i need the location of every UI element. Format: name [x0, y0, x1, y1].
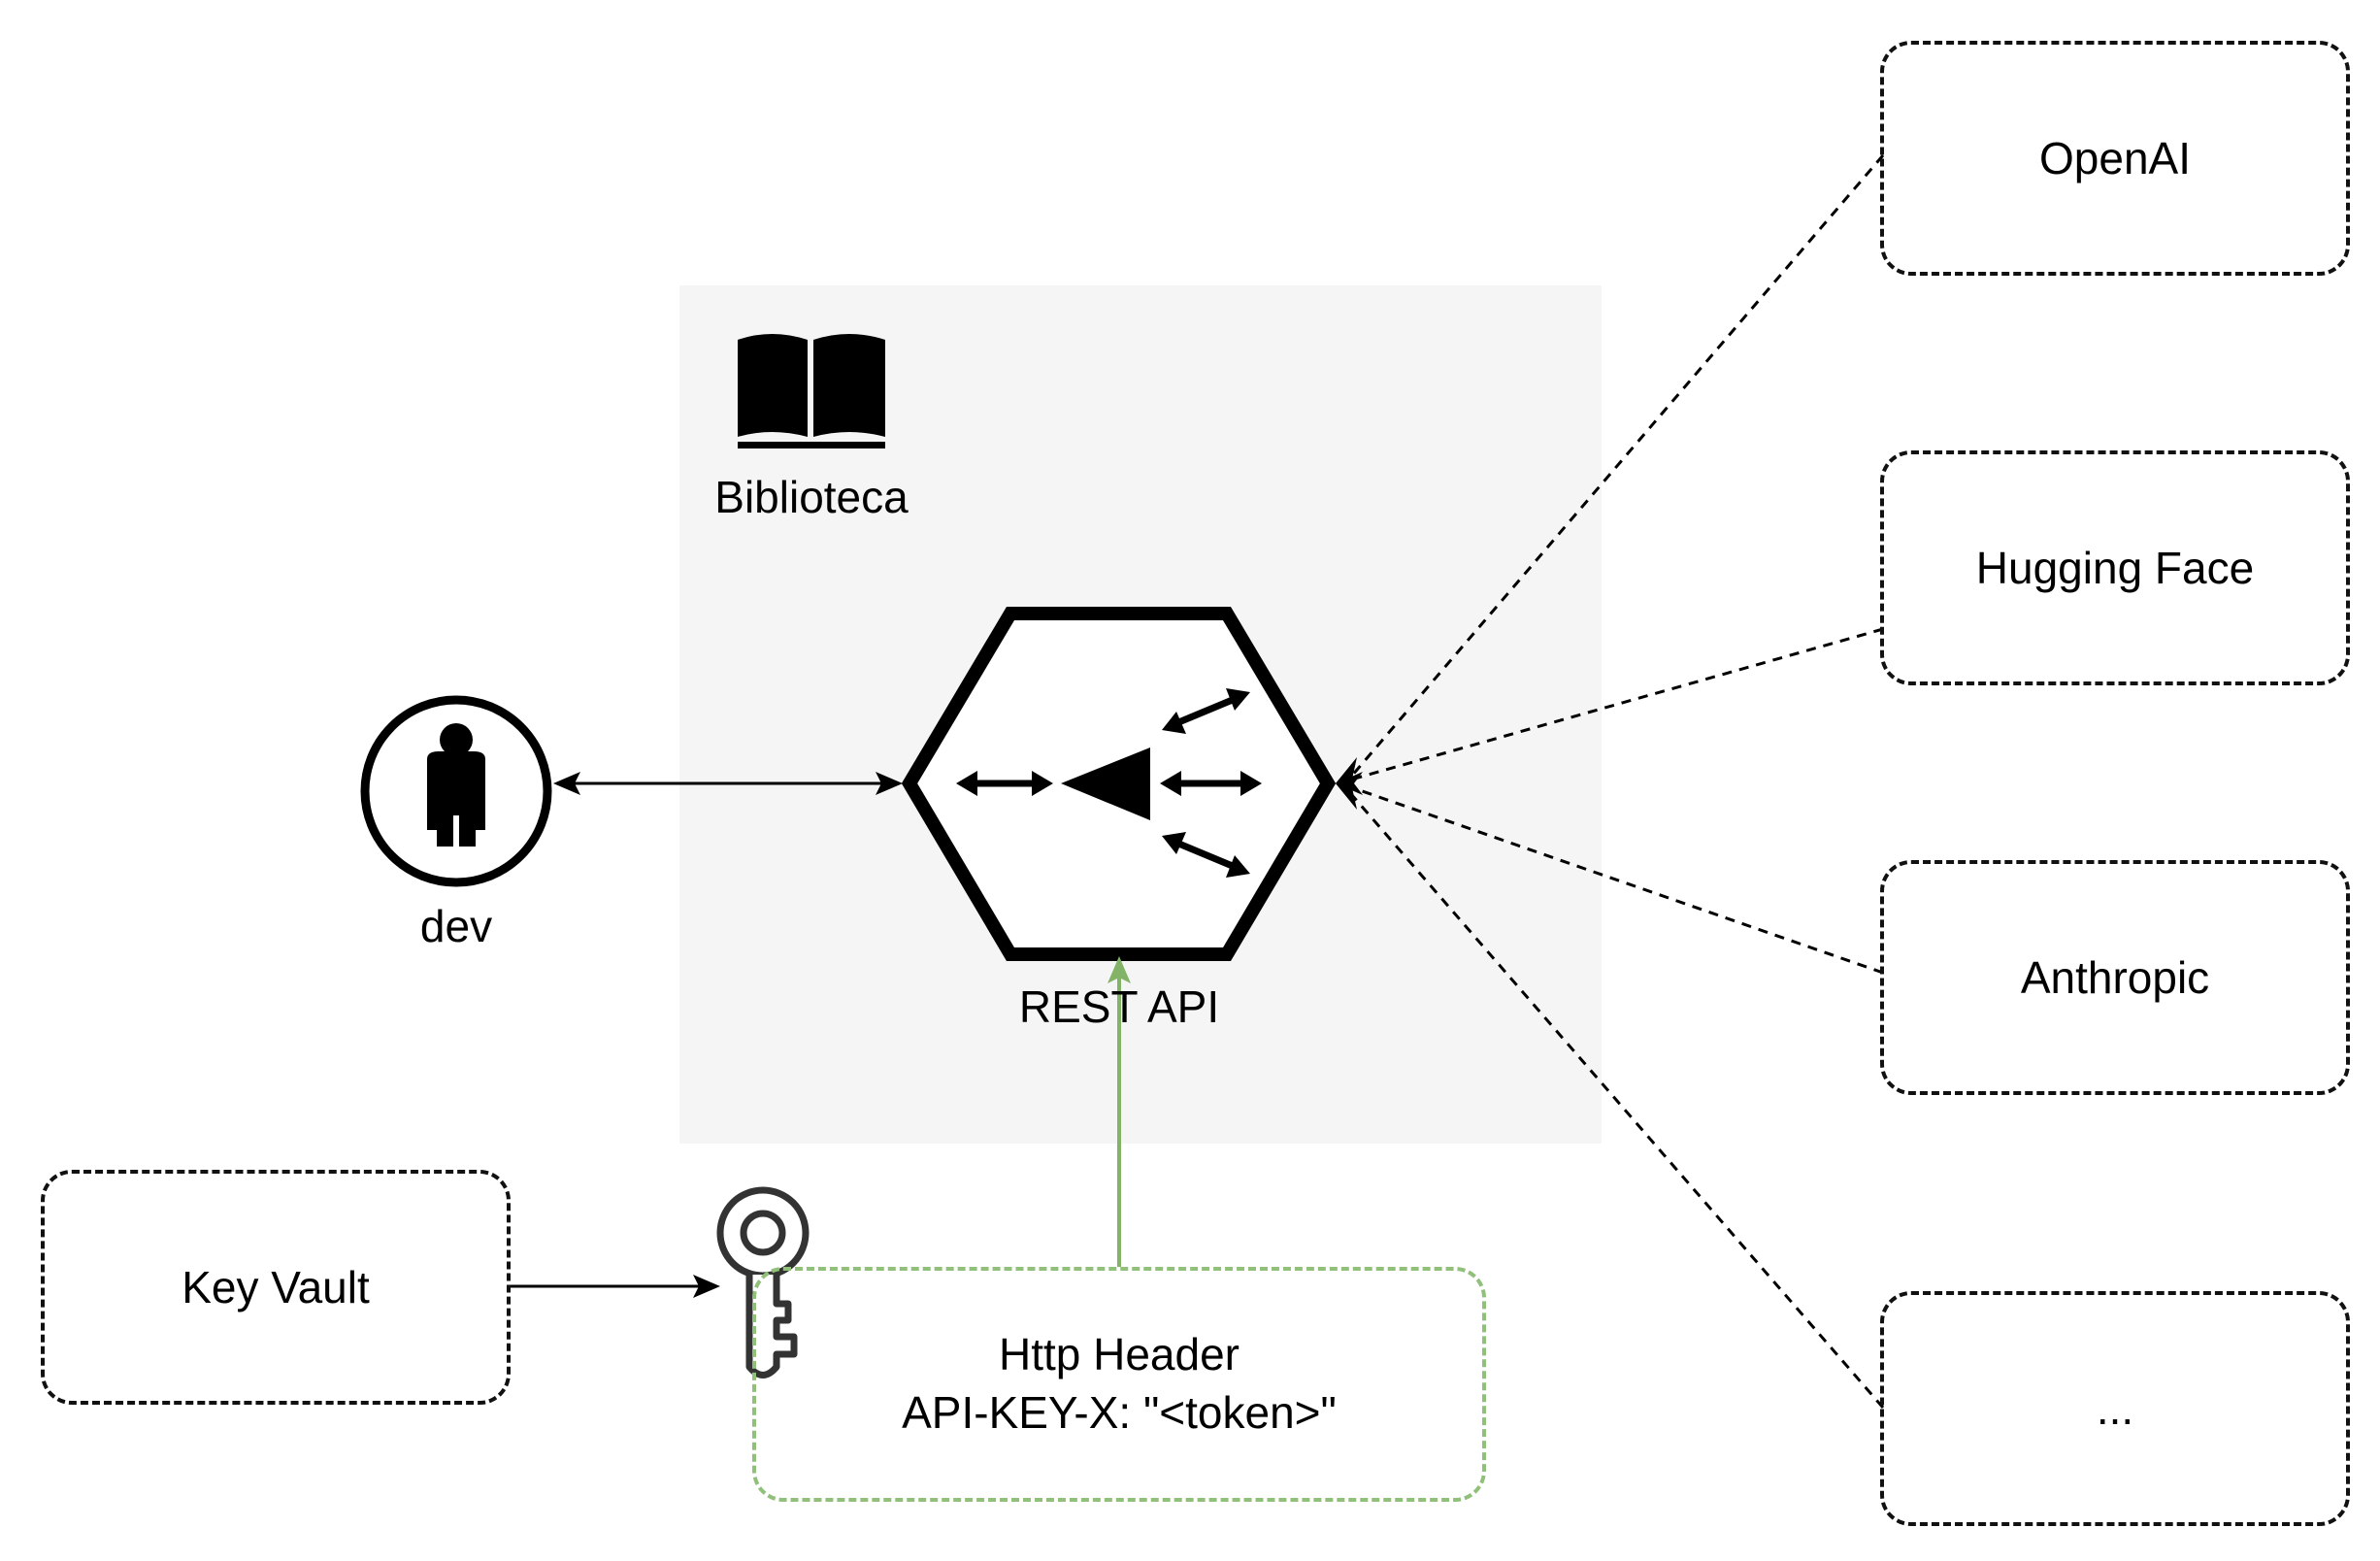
api-gateway-hexagon-icon: [901, 607, 1337, 961]
provider-connectors: [1349, 154, 1885, 1409]
http-header-box[interactable]: Http Header API-KEY-X: "<token>": [752, 1267, 1486, 1502]
provider-anthropic-box[interactable]: Anthropic: [1880, 860, 2350, 1095]
connector-anthropic: [1350, 785, 1884, 975]
person-icon: [360, 695, 552, 887]
dev-api-connector: [553, 772, 903, 795]
connector-openai: [1349, 154, 1885, 778]
provider-label: Anthropic: [2020, 952, 2210, 1003]
provider-more-box[interactable]: ...: [1880, 1291, 2350, 1526]
gateway-label: REST API: [1018, 981, 1220, 1032]
container-label: Biblioteca: [714, 472, 909, 522]
actor-label: dev: [419, 901, 493, 951]
provider-label: Hugging Face: [1975, 543, 2255, 593]
http-header-value: API-KEY-X: "<token>": [902, 1387, 1337, 1438]
book-icon: [738, 334, 885, 448]
provider-label: OpenAI: [2039, 133, 2191, 183]
provider-openai-box[interactable]: OpenAI: [1880, 41, 2350, 276]
keyvault-key-connector: [510, 1275, 720, 1298]
provider-label: ...: [2096, 1383, 2134, 1434]
http-header-title: Http Header: [998, 1329, 1240, 1380]
provider-arrowheads: [1336, 757, 1363, 810]
key-vault-box[interactable]: Key Vault: [41, 1170, 511, 1405]
provider-hugging-face-box[interactable]: Hugging Face: [1880, 450, 2350, 685]
connector-hugging-face: [1350, 627, 1884, 781]
header-api-connector: [1107, 956, 1131, 1267]
connector-more: [1349, 793, 1885, 1409]
key-vault-label: Key Vault: [182, 1262, 370, 1312]
